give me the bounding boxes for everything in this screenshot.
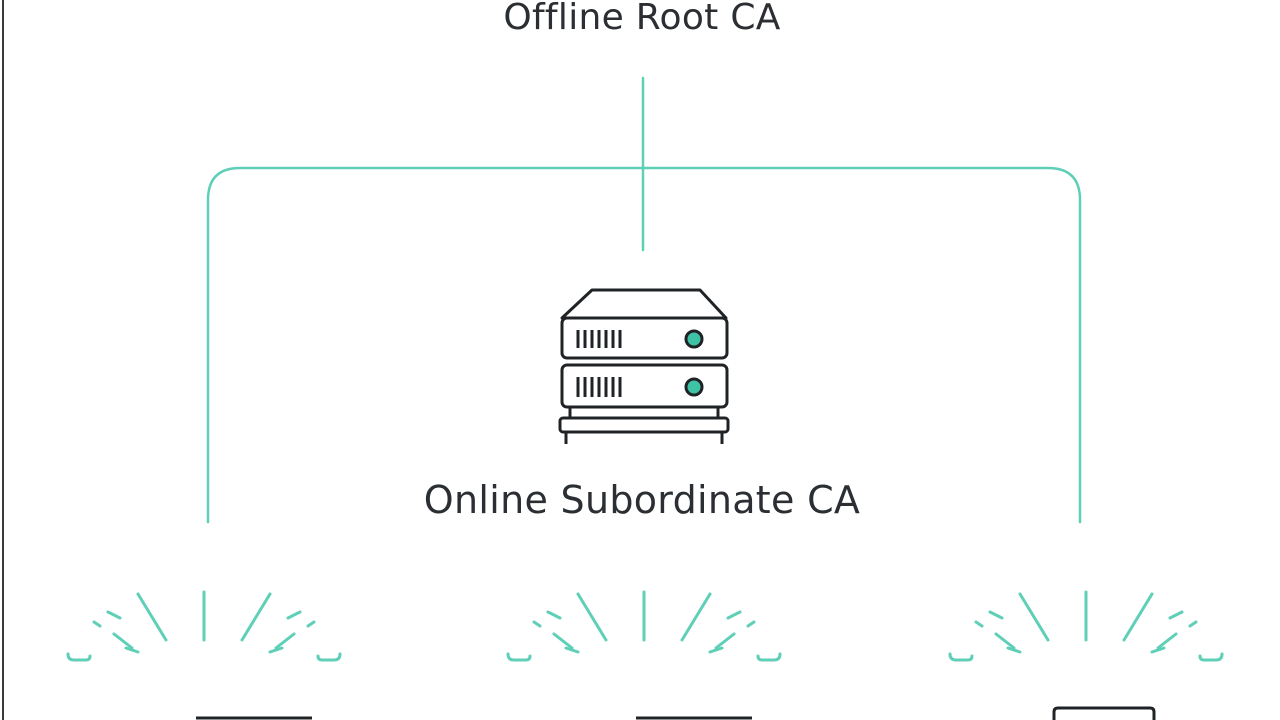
signal-burst-icon xyxy=(506,590,782,662)
signal-burst-icon xyxy=(948,590,1224,662)
branch-bracket-connector xyxy=(206,166,1082,524)
root-ca-label: Offline Root CA xyxy=(503,0,781,38)
connector-lines xyxy=(206,76,1082,524)
left-border xyxy=(2,0,4,720)
endpoint-devices xyxy=(196,706,1156,720)
endpoint-device-icon xyxy=(1052,706,1156,720)
subordinate-ca-label: Online Subordinate CA xyxy=(423,478,861,522)
server-stack-icon xyxy=(558,288,730,444)
signal-burst-icon xyxy=(66,590,342,662)
